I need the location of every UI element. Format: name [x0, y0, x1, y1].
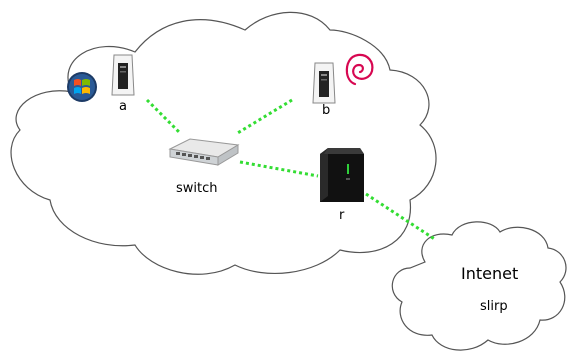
network-switch-icon	[168, 138, 240, 166]
node-label-a: a	[119, 99, 127, 114]
node-label-r: r	[339, 208, 345, 223]
node-label-switch: switch	[176, 181, 218, 196]
internet-cloud-subtitle: slirp	[480, 299, 508, 314]
link-r-internet	[365, 192, 437, 242]
debian-swirl-icon	[345, 53, 374, 86]
internet-cloud	[391, 221, 567, 351]
link-b-switch	[235, 98, 293, 136]
node-label-b: b	[322, 103, 331, 118]
link-switch-r	[239, 160, 319, 178]
server-tower-icon	[320, 148, 364, 202]
link-a-switch	[145, 98, 182, 135]
desktop-tower-icon	[111, 54, 135, 96]
windows-logo-icon	[67, 72, 97, 102]
internet-cloud-title: Intenet	[461, 264, 519, 283]
desktop-tower-icon	[312, 62, 336, 104]
